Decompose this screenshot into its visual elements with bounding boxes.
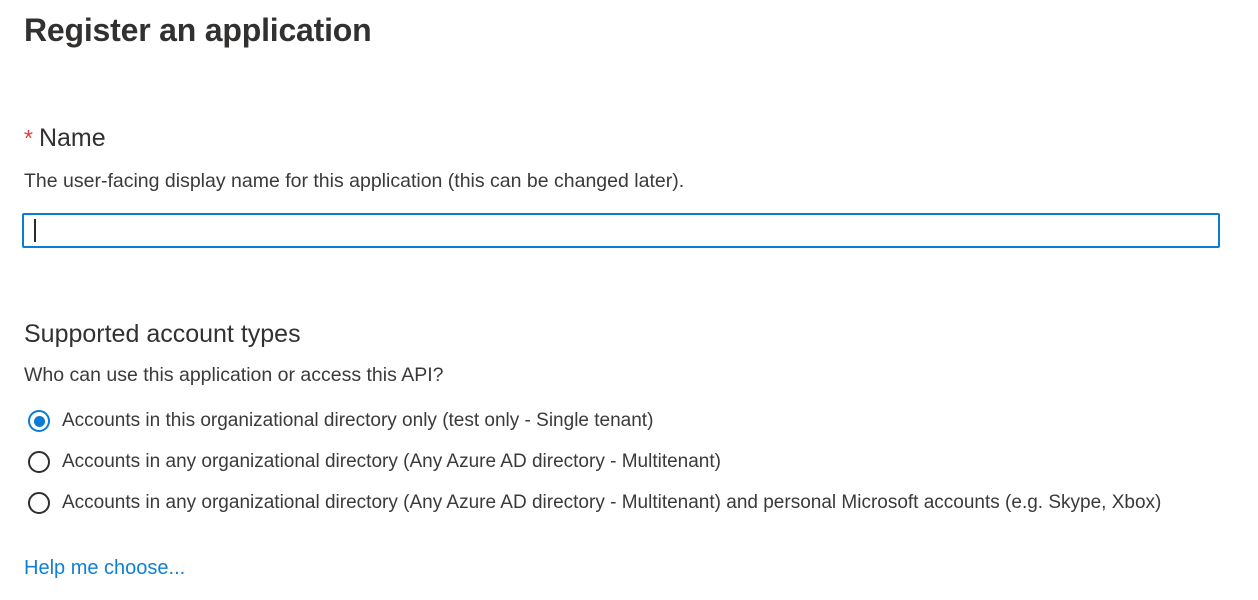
radio-button-icon[interactable]	[28, 410, 50, 432]
name-input-wrap	[22, 213, 1220, 248]
account-type-radio-group: Accounts in this organizational director…	[24, 409, 1258, 515]
name-input[interactable]	[22, 213, 1220, 248]
name-field-label-row: *Name	[24, 122, 1258, 154]
supported-account-types-heading: Supported account types	[24, 320, 301, 348]
radio-button-icon[interactable]	[28, 492, 50, 514]
name-field-description: The user-facing display name for this ap…	[24, 170, 685, 192]
radio-option-multitenant[interactable]: Accounts in any organizational directory…	[28, 450, 1258, 474]
required-asterisk: *	[24, 125, 33, 151]
name-field-label: Name	[38, 124, 106, 152]
radio-button-icon[interactable]	[28, 451, 50, 473]
page-title: Register an application	[24, 12, 372, 48]
radio-option-label: Accounts in any organizational directory…	[62, 492, 1162, 513]
help-me-choose-link[interactable]: Help me choose...	[24, 557, 186, 579]
radio-option-multitenant-personal[interactable]: Accounts in any organizational directory…	[28, 491, 1258, 515]
radio-option-single-tenant[interactable]: Accounts in this organizational director…	[28, 409, 1258, 433]
supported-account-types-question: Who can use this application or access t…	[24, 364, 444, 386]
radio-option-label: Accounts in this organizational director…	[62, 410, 654, 431]
radio-option-label: Accounts in any organizational directory…	[62, 451, 721, 472]
